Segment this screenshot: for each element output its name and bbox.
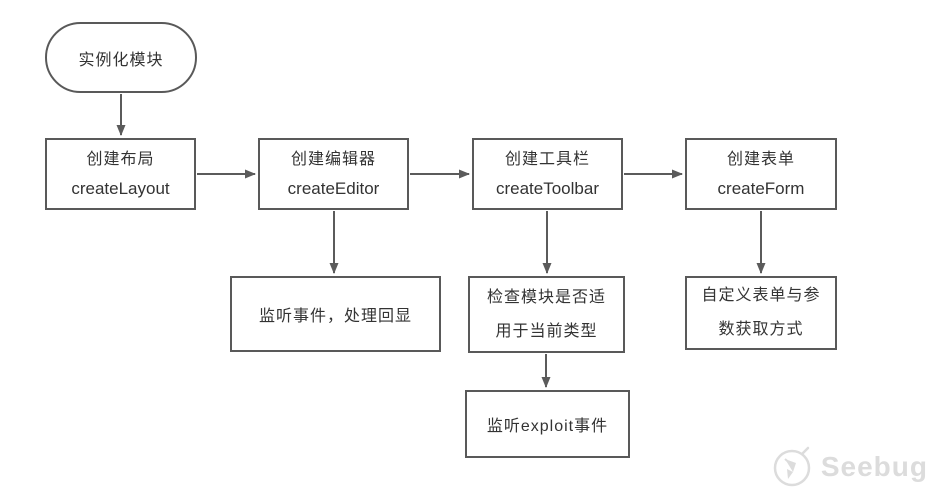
node-create-editor-subtitle: createEditor [287,179,380,198]
node-check-module-label: 检查模块是否适用于当前类型 [486,288,606,340]
node-create-layout-title: 创建布局 [86,151,155,168]
node-create-toolbar-subtitle: createToolbar [495,179,599,198]
node-check-module: 检查模块是否适用于当前类型 [468,276,625,353]
node-create-toolbar: 创建工具栏 createToolbar [472,138,623,210]
node-custom-form-label: 自定义表单与参数获取方式 [701,287,821,338]
node-listen-events-label: 监听事件，处理回显 [258,308,412,325]
node-listen-exploit: 监听exploit事件 [465,390,630,458]
seebug-watermark: Seebug [772,445,928,489]
node-listen-events: 监听事件，处理回显 [230,276,441,352]
node-create-form-title: 创建表单 [726,151,795,168]
node-create-layout-subtitle: createLayout [71,179,170,198]
node-create-editor-title: 创建编辑器 [290,151,376,168]
start-node-label: 实例化模块 [78,51,164,69]
start-node: 实例化模块 [45,22,197,93]
node-create-form: 创建表单 createForm [685,138,837,210]
seebug-logo-icon [773,446,811,487]
node-create-layout: 创建布局 createLayout [45,138,196,210]
node-create-form-subtitle: createForm [717,179,805,198]
seebug-watermark-text: Seebug [820,451,928,482]
node-listen-exploit-label: 监听exploit事件 [486,418,609,435]
node-custom-form: 自定义表单与参数获取方式 [685,276,837,350]
node-create-editor: 创建编辑器 createEditor [258,138,409,210]
node-create-toolbar-title: 创建工具栏 [504,151,590,168]
